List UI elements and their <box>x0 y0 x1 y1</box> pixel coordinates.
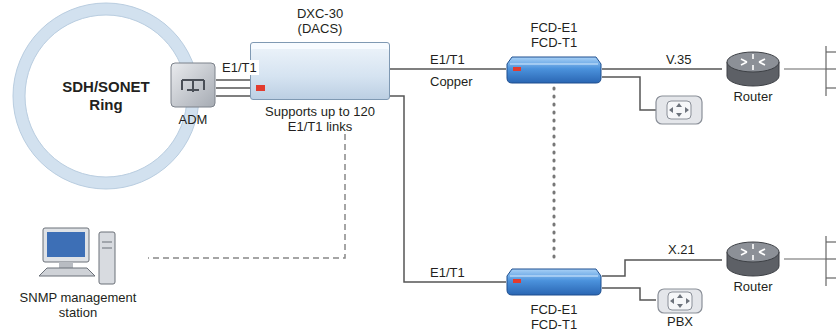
pc-symbol <box>39 226 117 286</box>
pbx-wire <box>602 77 656 110</box>
pbx-symbol <box>657 288 703 314</box>
link-label: X.21 <box>666 242 697 257</box>
adm-box: ADM <box>170 62 216 127</box>
fcd-device: FCD-E1 FCD-T1 <box>506 268 602 332</box>
pbx-icon: PBX <box>656 288 704 329</box>
e1-t1-link <box>390 68 506 70</box>
node-text: DXC-30 (DACS) <box>284 6 356 36</box>
node-text: SNMP management station <box>10 290 146 320</box>
ring-edge <box>25 15 187 177</box>
e1-t1-link <box>216 95 250 97</box>
e1-t1-link <box>602 288 656 300</box>
fcd-symbol <box>506 268 602 296</box>
top-pbx-symbol <box>656 96 702 124</box>
fcd-symbol <box>506 56 602 84</box>
node-text: FCD-E1 FCD-T1 <box>524 302 584 332</box>
node-text: Router <box>722 279 784 294</box>
router-symbol-holder <box>725 240 781 278</box>
pc-body <box>39 228 115 284</box>
e1-t1-link <box>216 79 250 81</box>
fcd-body <box>507 269 601 295</box>
management-station: SNMP management station <box>8 226 148 320</box>
link-label: E1/T1 <box>220 60 259 75</box>
router-symbol <box>725 50 781 88</box>
router-body <box>727 242 779 276</box>
link-label: E1/T1 <box>428 265 467 280</box>
node-text: FCD-E1 FCD-T1 <box>524 20 584 50</box>
pc-symbol-holder <box>39 226 117 286</box>
dacs-chassis <box>250 42 390 100</box>
adm-body <box>171 63 215 107</box>
red-logo <box>256 85 265 91</box>
router-icon: Router <box>722 240 784 294</box>
node-text: Supports up to 120 E1/T1 links <box>260 104 380 134</box>
fcd-body <box>507 57 601 83</box>
ring-band <box>19 9 193 183</box>
e1-t1-link <box>390 96 506 282</box>
router-body <box>727 52 779 86</box>
router-symbol <box>725 240 781 278</box>
router-icon: Router <box>722 50 784 104</box>
dxc-box: DXC-30 (DACS) Supports up to 120 E1/T1 li… <box>250 6 390 134</box>
router-symbol-holder <box>725 50 781 88</box>
e1-t1-link <box>602 68 722 70</box>
adm-symbol <box>170 62 216 108</box>
fcd-device: FCD-E1 FCD-T1 <box>506 20 602 84</box>
dotted-link <box>554 88 555 262</box>
link-label: E1/T1 <box>428 52 467 67</box>
node-text: ADM <box>170 112 216 127</box>
node-text: Router <box>722 89 784 104</box>
fcd-symbol-holder <box>506 268 602 296</box>
fcd-symbol-holder <box>506 56 602 84</box>
e1-t1-link <box>602 260 722 276</box>
link-note: Copper <box>428 74 475 89</box>
e1-t1-link <box>216 87 250 89</box>
pbx-symbol-holder <box>657 288 703 314</box>
adm-symbol-holder <box>170 62 216 108</box>
link-label: V.35 <box>664 52 694 67</box>
pbx-body <box>658 289 702 313</box>
lan-bracket <box>784 46 836 286</box>
node-text: SDH/SONET Ring <box>58 78 154 114</box>
node-text: PBX <box>656 314 704 329</box>
